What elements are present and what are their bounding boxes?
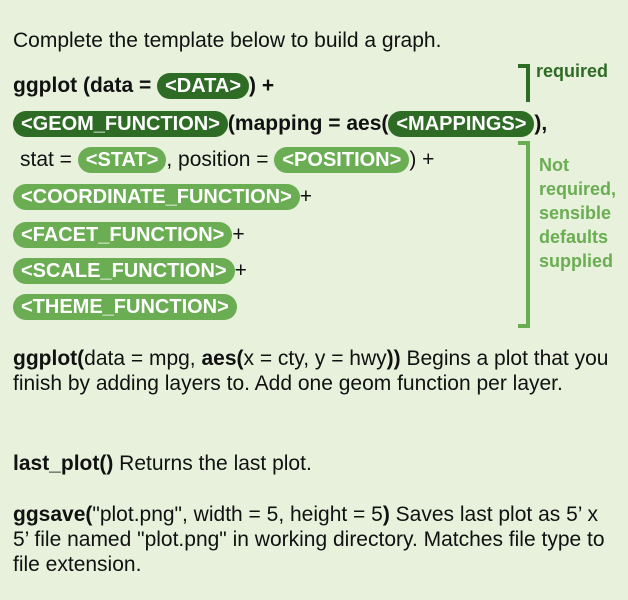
ggplot-desc-text: Begins a plot that you finish by adding … xyxy=(13,347,609,395)
required-note: required xyxy=(536,61,609,81)
optional-note-line: supplied xyxy=(539,251,614,271)
last-plot-fn: last_plot() xyxy=(13,452,114,475)
ggplot-description: ggplot(data = mpg, aes(x = cty, y = hwy)… xyxy=(13,346,613,396)
mappings-placeholder: <MAPPINGS> xyxy=(388,111,535,138)
ggsave-args: "plot.png", width = 5, height = 5 xyxy=(92,503,383,526)
ggplot-plus: ) + xyxy=(249,74,275,97)
ggsave-close: ) xyxy=(382,503,390,526)
stat-close: ) + xyxy=(409,148,435,171)
template-line-geom: <GEOM_FUNCTION>(mapping = aes(<MAPPINGS>… xyxy=(13,110,547,138)
template-line-ggplot: ggplot (data = <DATA>) + xyxy=(13,72,274,100)
optional-note: Not required, sensible defaults supplied xyxy=(539,153,616,273)
stat-text: stat = xyxy=(20,148,78,171)
template-line-coordinate: <COORDINATE_FUNCTION>+ xyxy=(13,183,312,211)
geom-function-placeholder: <GEOM_FUNCTION> xyxy=(13,111,228,138)
last-plot-desc-text: Returns the last plot. xyxy=(113,452,312,475)
ggplot-call: ggplot (data = xyxy=(13,74,158,97)
template-line-facet: <FACET_FUNCTION>+ xyxy=(13,221,245,249)
geom-close: ), xyxy=(534,112,548,135)
template-line-theme: <THEME_FUNCTION> xyxy=(13,293,237,321)
ggplot-close: )) xyxy=(386,347,401,370)
facet-function-placeholder: <FACET_FUNCTION> xyxy=(13,222,233,249)
optional-note-line: defaults xyxy=(539,227,609,247)
coordinate-function-placeholder: <COORDINATE_FUNCTION> xyxy=(13,184,300,211)
stat-placeholder: <STAT> xyxy=(77,147,167,174)
position-text: , position = xyxy=(166,148,275,171)
theme-function-placeholder: <THEME_FUNCTION> xyxy=(13,294,237,321)
ggsave-fn: ggsave( xyxy=(13,503,93,526)
facet-plus: + xyxy=(232,223,245,246)
optional-note-line: sensible xyxy=(539,203,612,223)
ggsave-desc-text: Saves last plot as 5’ x 5’ file named "p… xyxy=(13,503,605,576)
ggplot-data-arg: data = mpg, xyxy=(84,347,202,370)
scale-function-placeholder: <SCALE_FUNCTION> xyxy=(13,258,235,285)
aes-args: x = cty, y = hwy xyxy=(243,347,387,370)
optional-bracket xyxy=(518,141,530,328)
data-placeholder: <DATA> xyxy=(157,73,250,100)
optional-note-line: required, xyxy=(539,179,617,199)
last-plot-description: last_plot() Returns the last plot. xyxy=(13,451,613,476)
optional-note-line: Not xyxy=(539,155,569,175)
required-bracket xyxy=(518,64,530,102)
scale-plus: + xyxy=(234,259,247,282)
mapping-text: (mapping = aes( xyxy=(227,112,389,135)
template-line-stat: stat = <STAT>, position = <POSITION>) + xyxy=(20,146,434,174)
coordinate-plus: + xyxy=(299,185,313,208)
ggsave-description: ggsave("plot.png", width = 5, height = 5… xyxy=(13,502,613,577)
template-line-scale: <SCALE_FUNCTION>+ xyxy=(13,257,247,285)
position-placeholder: <POSITION> xyxy=(274,147,410,174)
aes-fn: aes( xyxy=(201,347,244,370)
ggplot-fn: ggplot( xyxy=(13,347,85,370)
intro-text: Complete the template below to build a g… xyxy=(13,29,442,52)
